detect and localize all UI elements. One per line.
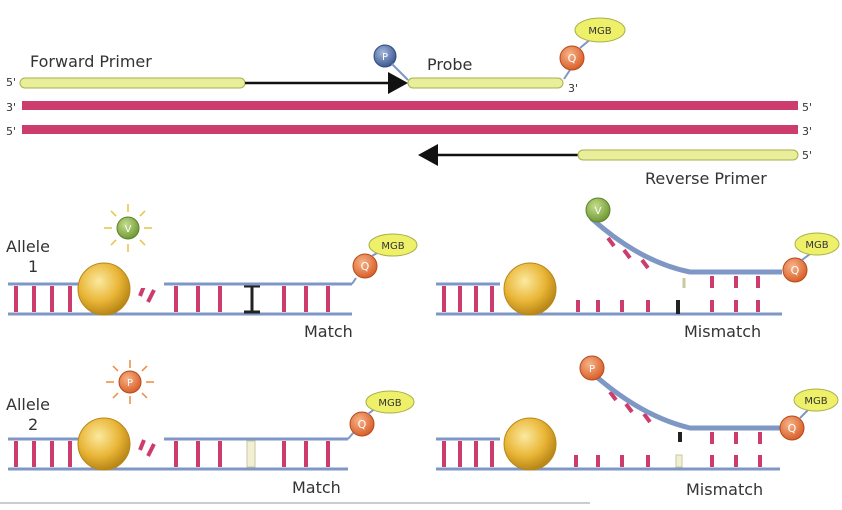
probe-mgb: MGB — [574, 17, 626, 43]
allele2-panel: Allele 2 P — [6, 355, 839, 499]
allele2-released-dye: P — [106, 360, 154, 404]
allele2-mismatch-dye-letter: P — [589, 364, 595, 375]
allele1-mismatch-dye: V — [585, 197, 611, 223]
forward-primer — [19, 77, 246, 89]
allele1-match-quencher-letter: Q — [361, 260, 370, 273]
reverse-arrow-icon — [418, 144, 438, 166]
allele1-panel: Allele 1 V — [6, 197, 840, 341]
allele2-mismatch-quencher: Q — [779, 415, 805, 441]
allele1-match-polymerase — [77, 262, 131, 316]
reverse-primer — [577, 149, 799, 161]
probe-quencher: Q — [559, 45, 585, 71]
probe-mgb-text: MGB — [588, 26, 611, 37]
allele1-mismatch-quencher-letter: Q — [791, 264, 800, 277]
forward-primer-label: Forward Primer — [30, 52, 152, 71]
probe-quencher-linker — [563, 69, 571, 80]
allele2-label-line2: 2 — [28, 415, 38, 434]
allele1-match-pair-mark — [244, 284, 260, 314]
allele2-mismatch-mgb-text: MGB — [804, 396, 827, 407]
allele2-mismatch-label: Mismatch — [686, 480, 763, 499]
allele1-mismatch-label: Mismatch — [684, 322, 761, 341]
forward-primer-5-end: 5' — [6, 76, 16, 89]
allele1-released-dye: V — [104, 204, 152, 252]
allele2-match-pair-mark — [246, 440, 256, 468]
probe-dye-linker — [391, 63, 409, 81]
allele2-mismatch-mgb: MGB — [793, 388, 839, 412]
allele1-label-line2: 1 — [28, 257, 38, 276]
allele1-mismatch-duplex: V Q MGB Mismatch — [436, 197, 840, 341]
probe-label: Probe — [427, 55, 472, 74]
allele1-mismatch-mgb: MGB — [794, 232, 840, 256]
strand1-right-end: 5' — [802, 101, 812, 114]
allele2-mismatch-duplex: P Q MGB Mismatch — [436, 355, 839, 499]
probe-3-end: 3' — [568, 82, 578, 95]
allele2-match-polymerase — [77, 417, 131, 471]
probe-oligo — [407, 77, 564, 89]
allele2-mismatch-dye: P — [579, 355, 605, 381]
allele2-mismatch-polymerase — [503, 417, 557, 471]
allele1-match-mgb-text: MGB — [381, 241, 404, 252]
allele1-mismatch-mgb-text: MGB — [805, 240, 828, 251]
reverse-primer-label: Reverse Primer — [645, 169, 767, 188]
top-panel: Forward Primer 5' P Probe 3' Q MGB 3' 5'… — [6, 17, 812, 188]
template-strand-top — [22, 101, 798, 110]
template-strand-bottom — [22, 125, 798, 134]
allele1-label-line1: Allele — [6, 237, 50, 256]
probe-quencher-letter: Q — [568, 52, 577, 65]
allele2-mismatch-quencher-letter: Q — [788, 422, 797, 435]
allele2-match-duplex: Q MGB Match — [8, 390, 415, 497]
allele2-match-quencher: Q — [349, 411, 375, 437]
probe-dye-letter: P — [382, 52, 388, 63]
allele2-match-quencher-letter: Q — [358, 418, 367, 431]
allele2-label-line1: Allele — [6, 395, 50, 414]
allele2-match-mgb: MGB — [365, 390, 415, 414]
allele2-match-mgb-text: MGB — [378, 398, 401, 409]
strand2-left-end: 5' — [6, 125, 16, 138]
allele1-match-mgb: MGB — [368, 233, 418, 257]
allele2-mismatch-template-base — [675, 454, 683, 468]
allele1-mismatch-quencher: Q — [782, 257, 808, 283]
allele2-mismatch-probe-displaced — [589, 370, 780, 431]
allele1-match-quencher: Q — [352, 253, 378, 279]
allele2-match-label: Match — [292, 478, 341, 497]
probe-reporter-dye: P — [373, 44, 397, 68]
allele1-match-label: Match — [304, 322, 353, 341]
strand2-right-end: 3' — [802, 125, 812, 138]
allele1-match-duplex: Q MGB Match — [8, 233, 418, 341]
allele1-mismatch-probe-displaced — [589, 216, 782, 275]
forward-arrow-icon — [388, 72, 408, 94]
reverse-primer-5-end: 5' — [802, 149, 812, 162]
allele1-mismatch-dye-letter: V — [595, 206, 602, 217]
allele2-released-dye-letter: P — [127, 378, 133, 389]
allele1-released-dye-letter: V — [125, 224, 132, 235]
strand1-left-end: 3' — [6, 101, 16, 114]
allele1-mismatch-polymerase — [503, 262, 557, 316]
